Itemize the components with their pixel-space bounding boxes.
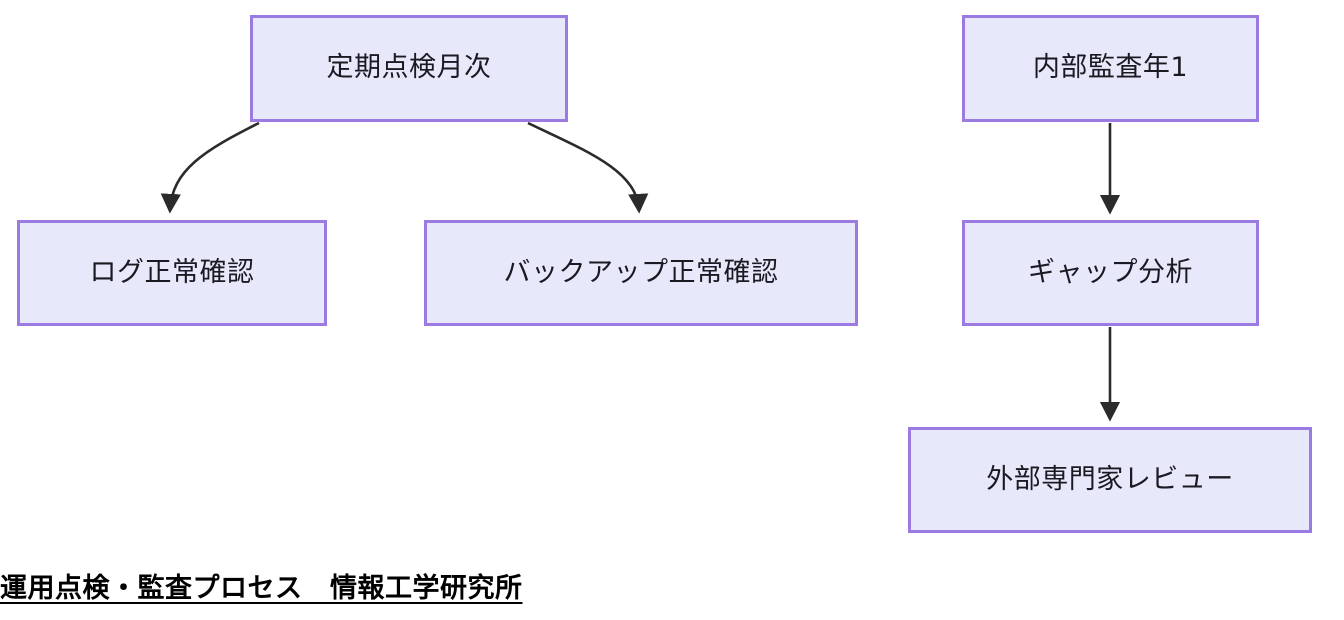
edge-periodic-to-backup bbox=[527, 121, 649, 214]
node-external-review[interactable]: 外部専門家レビュー bbox=[908, 427, 1312, 533]
diagram-caption: 運用点検・監査プロセス 情報工学研究所 bbox=[0, 573, 523, 604]
node-label: ログ正常確認 bbox=[89, 256, 255, 288]
node-label: バックアップ正常確認 bbox=[503, 256, 779, 288]
node-log-check[interactable]: ログ正常確認 bbox=[17, 220, 327, 326]
node-label: ギャップ分析 bbox=[1028, 256, 1193, 288]
node-internal-audit[interactable]: 内部監査年1 bbox=[962, 15, 1259, 122]
node-backup-check[interactable]: バックアップ正常確認 bbox=[424, 220, 858, 326]
edge-periodic-to-log bbox=[160, 121, 260, 214]
node-gap-analysis[interactable]: ギャップ分析 bbox=[962, 220, 1259, 326]
node-label: 定期点検月次 bbox=[326, 52, 492, 84]
node-periodic-inspection[interactable]: 定期点検月次 bbox=[250, 15, 568, 122]
node-label: 外部専門家レビュー bbox=[986, 463, 1234, 495]
node-label: 内部監査年1 bbox=[1032, 52, 1189, 84]
